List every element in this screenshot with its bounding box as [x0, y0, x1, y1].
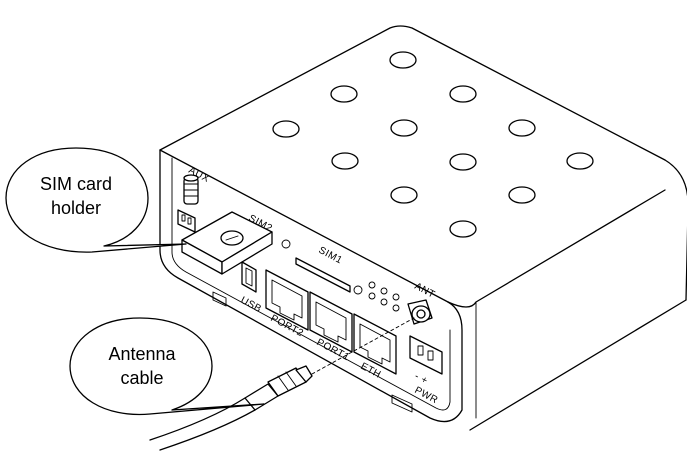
callout-antenna-line2: cable: [120, 368, 163, 388]
vent-hole: [331, 152, 359, 170]
sim-card-holder: [181, 211, 273, 275]
right-bottom-edge: [469, 299, 687, 431]
ethernet-port-port2: [265, 269, 309, 331]
ant-connector: [407, 299, 433, 325]
vent-hole: [390, 186, 418, 204]
vent-hole: [449, 220, 477, 238]
cable-connector-ribs: [277, 371, 297, 391]
sim-tray-eject-hole: [220, 230, 244, 246]
aux-connector: [183, 174, 199, 205]
cable-upper-line: [149, 397, 246, 441]
vent-hole: [449, 153, 477, 171]
sim1-label: SIM1: [317, 245, 345, 267]
front-face-outline: [159, 149, 463, 423]
ant-label: ANT: [413, 281, 437, 301]
foot-right: [391, 394, 413, 413]
sim-indicator-led: [281, 239, 291, 249]
ethernet-port-port1: [309, 291, 353, 353]
vent-hole: [389, 51, 417, 69]
vent-hole: [390, 119, 418, 137]
cable-lower-line: [159, 409, 256, 451]
vent-hole: [508, 186, 536, 204]
usb-label: USB: [239, 295, 264, 315]
callout-sim-holder-bubble: [5, 147, 187, 253]
callout-antenna: Antenna cable: [69, 317, 265, 416]
left-terminal: [177, 209, 196, 233]
sim-tray-side: [221, 231, 273, 275]
cable-guide-line: [311, 317, 415, 375]
aux-connector-body: [183, 177, 199, 205]
vent-hole: [330, 85, 358, 103]
status-leds: [368, 281, 400, 312]
callout-antenna-line1: Antenna: [108, 344, 176, 364]
top-surface-outline: [159, 25, 666, 161]
foot-left: [212, 291, 227, 307]
front-top-edge: [159, 149, 449, 303]
vent-hole: [272, 120, 300, 138]
antenna-cable: [149, 317, 415, 451]
callout-antenna-bubble: [69, 317, 265, 416]
front-right-bevel: [447, 189, 666, 308]
vent-holes: [272, 51, 594, 238]
right-top-edge: [664, 159, 687, 301]
ethernet-port-eth: [353, 313, 397, 375]
sim1-slot: [295, 257, 351, 293]
cable-connector-tip: [295, 365, 313, 383]
vent-hole: [449, 85, 477, 103]
front-panel-bezel: [171, 157, 451, 411]
callout-sim-holder-line2: holder: [51, 198, 101, 218]
usb-port: [241, 261, 257, 293]
vent-hole: [566, 152, 594, 170]
power-connector: [409, 335, 443, 375]
vent-hole: [508, 119, 536, 137]
callout-sim-holder: SIM card holder: [5, 147, 187, 253]
router-body: [159, 25, 687, 431]
sim1-button: [353, 285, 363, 295]
pwr-polarity-label: - +: [413, 371, 430, 387]
callout-sim-holder-line1: SIM card: [40, 174, 112, 194]
